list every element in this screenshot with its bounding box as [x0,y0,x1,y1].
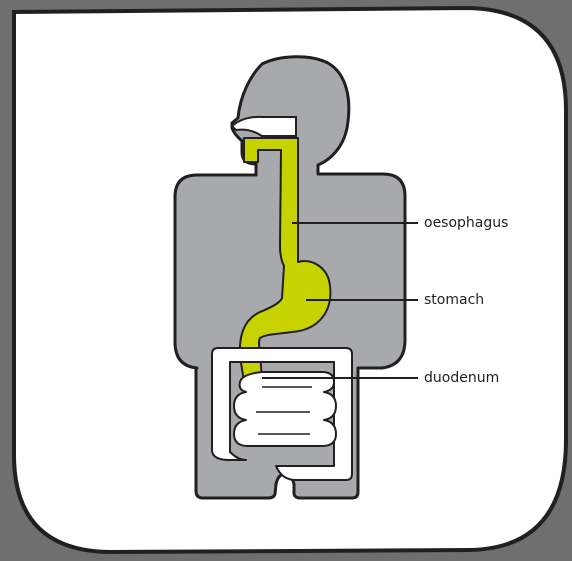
stomach-label: stomach [424,292,485,308]
small-intestine [233,371,337,447]
oesophagus-label: oesophagus [424,215,509,231]
mouth [230,115,297,137]
large-intestine [211,347,353,481]
duodenum-label: duodenum [424,370,500,386]
